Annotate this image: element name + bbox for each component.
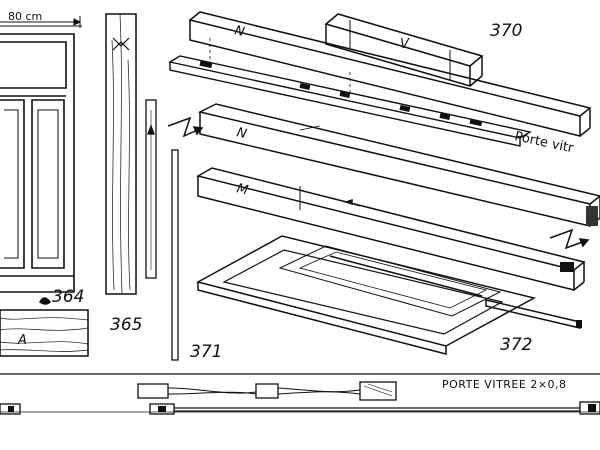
part-372-frame [195, 235, 582, 355]
side-caption: Porte vitr [513, 129, 575, 156]
direction-arrow-left [167, 116, 204, 138]
part-number-370: 370 [490, 21, 522, 41]
dimension-label: 80 cm [8, 10, 42, 23]
part-371-rod [171, 149, 179, 361]
glazing-strip [168, 55, 532, 147]
batten-strip [145, 99, 157, 279]
part-number-364: 364 [52, 287, 84, 307]
width-dimension-line [0, 16, 82, 28]
part-number-372: 372 [500, 335, 532, 355]
part-370-block [324, 13, 484, 87]
bottom-caption: PORTE VITREE 2×0,8 [442, 378, 567, 391]
part-number-365: 365 [110, 315, 142, 335]
direction-arrow-right [549, 228, 590, 250]
mark-a: A [17, 333, 27, 348]
mark-n-middle: N [235, 125, 248, 142]
part-364-timber [0, 297, 89, 357]
mark-m: M [235, 181, 249, 198]
bottom-rail-dowels [137, 381, 397, 401]
mark-v: V [400, 37, 410, 52]
part-number-371: 371 [190, 342, 222, 362]
part-365-plank [105, 13, 137, 295]
bottom-strip [0, 373, 600, 413]
mark-n-top: N [233, 23, 246, 40]
bottom-long-strip [0, 401, 600, 415]
lower-beam [196, 167, 586, 291]
top-rail-exploded [188, 11, 592, 137]
door-frame-elevation [0, 25, 82, 293]
middle-beam [197, 103, 600, 227]
